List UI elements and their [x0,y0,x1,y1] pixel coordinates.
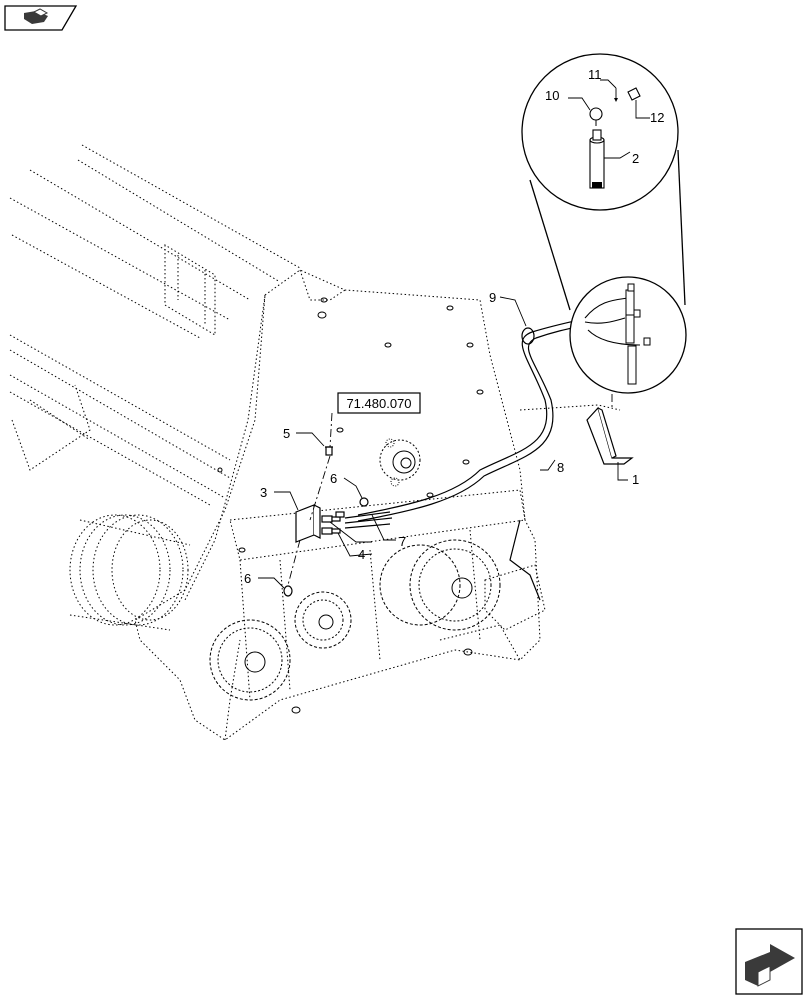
inset-detail-right [569,276,687,394]
bulkhead-block [295,504,345,543]
callout-6-lower: 6 [244,571,251,586]
reference-box[interactable]: 71.480.070 [337,392,421,414]
callout-7: 7 [399,534,406,549]
callout-5: 5 [283,426,290,441]
callout-11: 11 [588,67,602,82]
callout-6-upper: 6 [330,471,337,486]
mounting-holes [217,297,484,714]
callout-10: 10 [545,88,559,103]
next-page-arrow-icon[interactable] [735,928,803,995]
small-fittings [283,446,369,597]
callout-3: 3 [260,485,267,500]
sprockets [209,539,501,701]
callout-2: 2 [632,151,639,166]
callout-9: 9 [489,290,496,305]
callout-12: 12 [650,110,664,125]
callout-4: 4 [358,547,365,562]
inset-detail-top [521,53,679,211]
inset-connector-lines [529,149,686,311]
center-hub [379,438,421,487]
callout-1: 1 [632,472,639,487]
machine-frame [9,144,621,741]
callout-leaders [258,79,650,589]
callout-numbers: 1 2 3 4 5 6 6 7 8 9 10 11 12 [244,67,664,586]
book-arrow-icon[interactable] [4,5,78,31]
callout-8: 8 [557,460,564,475]
reference-label: 71.480.070 [346,396,411,411]
bracket-part-1 [586,406,634,465]
